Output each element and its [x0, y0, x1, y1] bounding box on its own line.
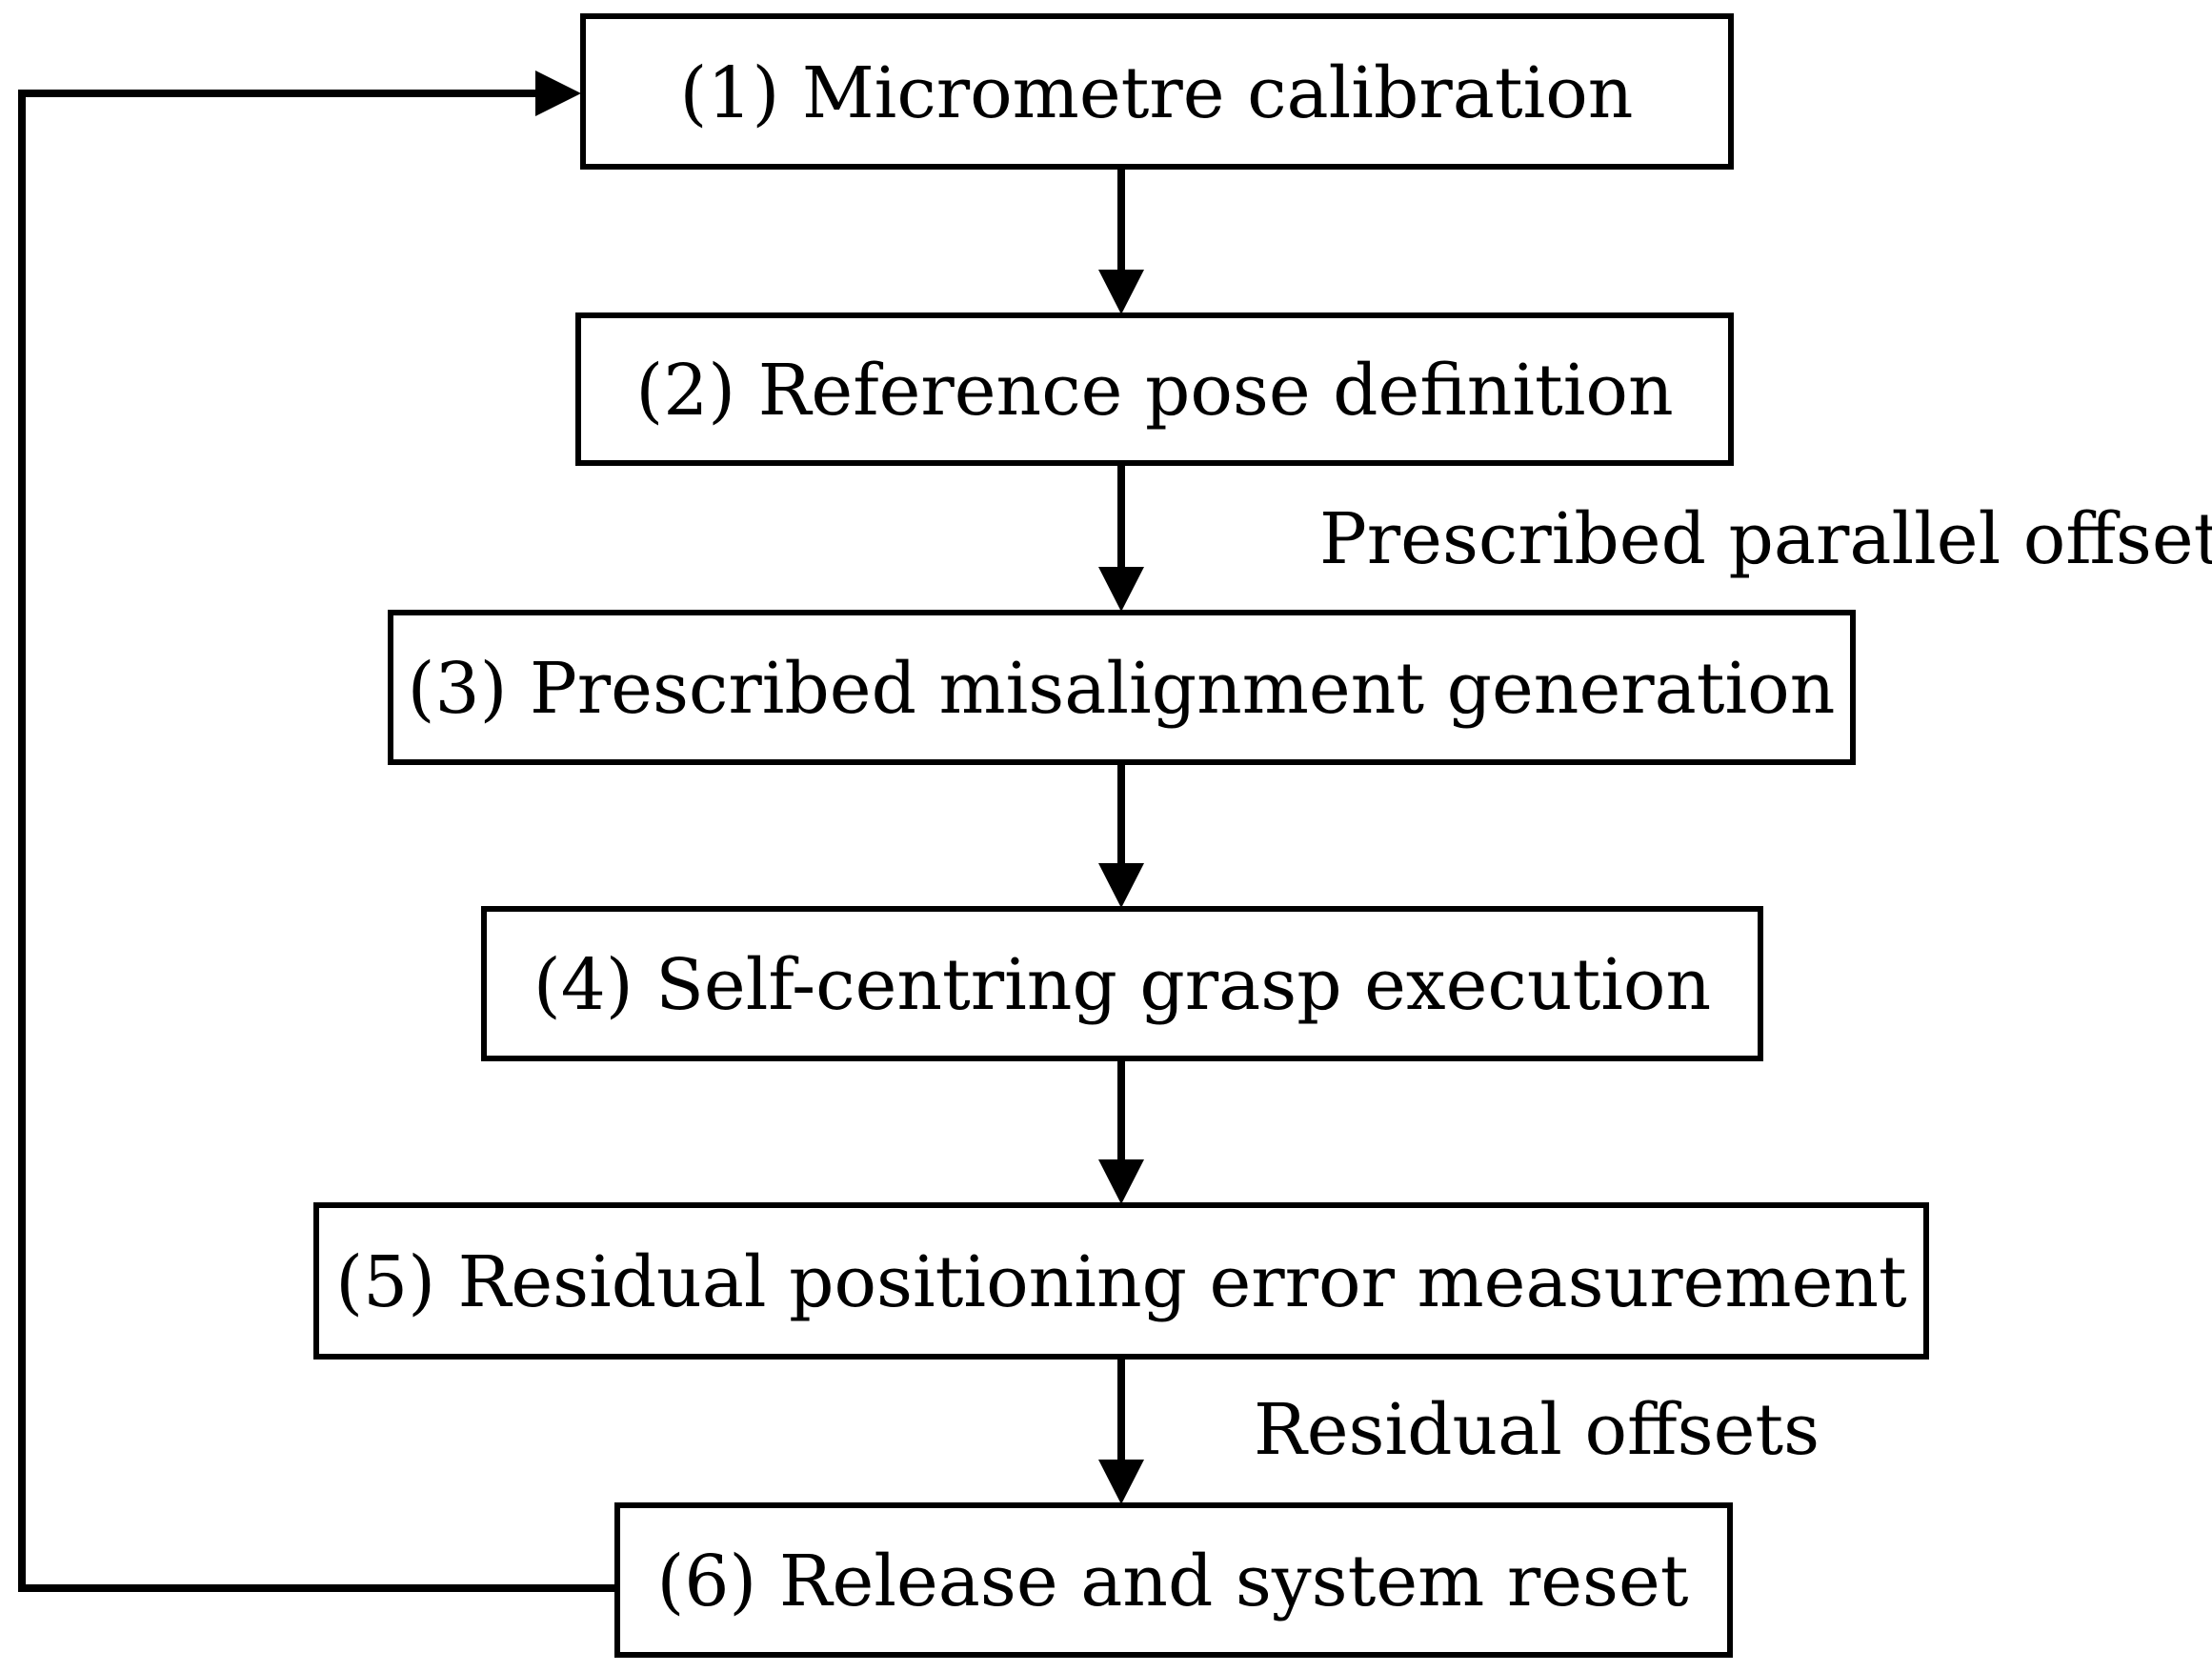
edge-label-prescribed-parallel-offsets: Prescribed parallel offsets [1319, 498, 2212, 580]
arrowhead-down-icon [1098, 863, 1144, 908]
step-3-label: (3) Prescribed misalignment generation [408, 648, 1836, 730]
step-6-box [614, 1502, 1733, 1658]
arrow-step5-to-step6 [1098, 1357, 1144, 1504]
arrowhead-down-icon [1098, 1159, 1144, 1204]
step-2-node: (2) Reference pose definition [575, 312, 1734, 466]
arrow-step4-to-step5 [1098, 1058, 1144, 1204]
arrow-step2-to-step3 [1098, 463, 1144, 612]
step-2-box [575, 312, 1734, 466]
edge-label-residual-offsets: Residual offsets [1254, 1389, 1820, 1471]
step-3-node: (3) Prescribed misalignment generation [388, 610, 1856, 765]
arrowhead-right-icon [535, 71, 581, 116]
arrow-step1-to-step2 [1098, 167, 1144, 314]
step-4-node: (4) Self-centring grasp execution [481, 906, 1763, 1061]
step-3-box [388, 610, 1856, 765]
arrow-step3-to-step4 [1098, 762, 1144, 908]
step-4-label: (4) Self-centring grasp execution [533, 944, 1711, 1026]
step-6-node: (6) Release and system reset [614, 1502, 1733, 1658]
arrowhead-down-icon [1098, 567, 1144, 612]
step-4-box [481, 906, 1763, 1061]
step-5-node: (5) Residual positioning error measureme… [313, 1202, 1929, 1360]
step-2-label: (2) Reference pose definition [635, 350, 1673, 432]
feedback-loop-arrow [18, 71, 617, 1592]
step-6-label: (6) Release and system reset [656, 1541, 1688, 1622]
step-1-label: (1) Micrometre calibration [680, 52, 1634, 134]
arrowhead-down-icon [1098, 270, 1144, 314]
step-1-node: (1) Micrometre calibration [580, 13, 1734, 170]
step-5-label: (5) Residual positioning error measureme… [335, 1241, 1907, 1323]
step-1-box [580, 13, 1734, 170]
arrowhead-down-icon [1098, 1460, 1144, 1504]
